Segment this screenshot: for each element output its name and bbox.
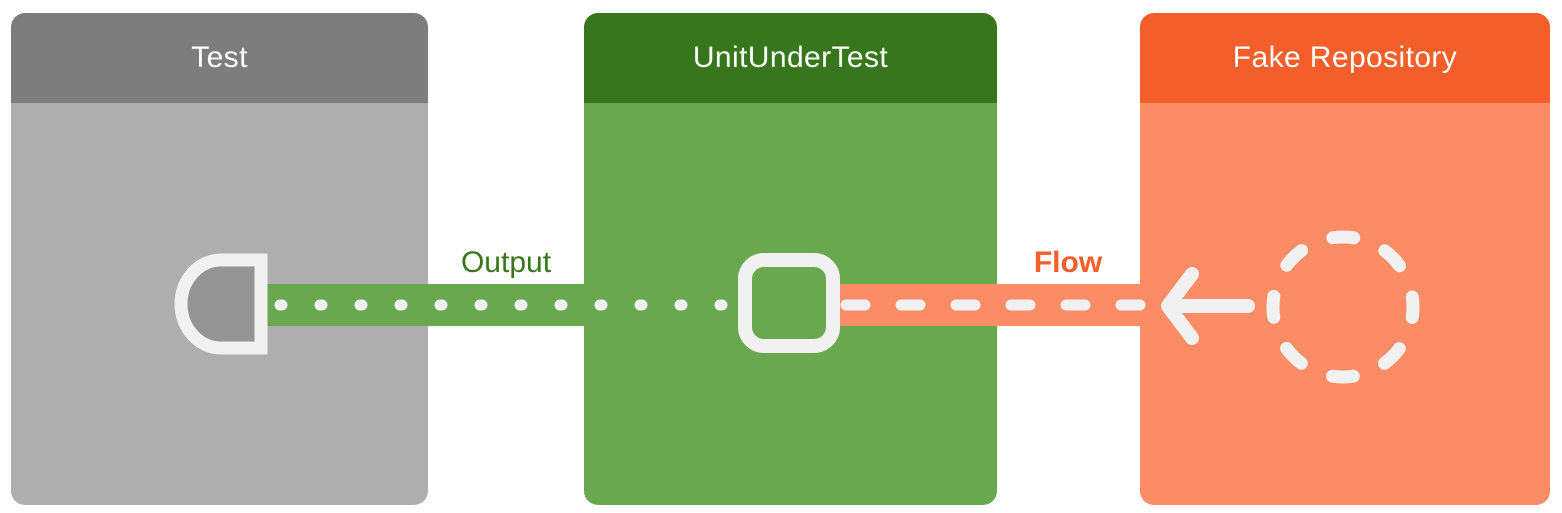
- box-test-header: Test: [11, 13, 428, 103]
- box-unit-under-test-title: UnitUnderTest: [692, 41, 889, 74]
- flow-connection-label: Flow: [1033, 246, 1103, 279]
- box-unit-under-test-header: UnitUnderTest: [584, 13, 997, 103]
- dashed-circle-icon: [1266, 230, 1420, 384]
- box-fake-repository-title: Fake Repository: [1232, 41, 1458, 74]
- box-test-title: Test: [191, 41, 248, 74]
- rounded-square-icon: [738, 253, 840, 353]
- collector-icon: [174, 253, 268, 355]
- box-fake-repository-header: Fake Repository: [1140, 13, 1550, 103]
- output-connection-label: Output: [460, 246, 552, 279]
- flow-arrow-left-icon: [1161, 267, 1255, 345]
